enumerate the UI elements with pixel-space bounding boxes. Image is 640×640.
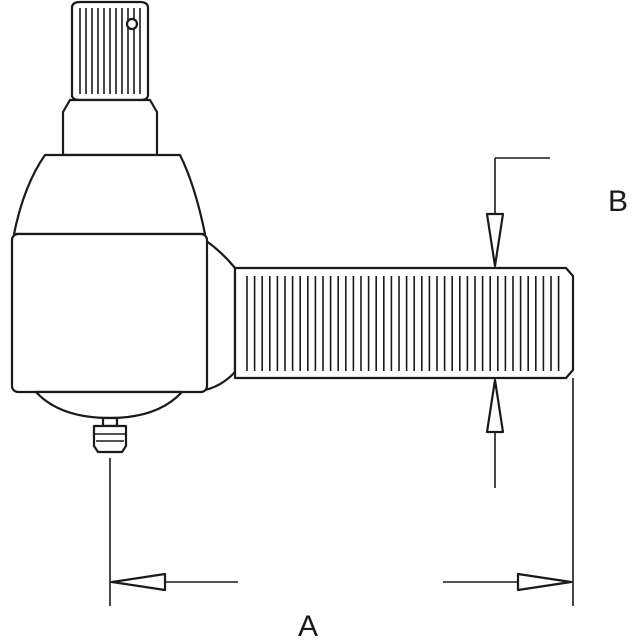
- grease-fitting: [92, 416, 128, 454]
- top-stud-threads: [79, 8, 141, 94]
- main-housing: [10, 232, 209, 394]
- grease-fitting-stem: [101, 416, 119, 428]
- dimension-b-arrow-top: [485, 212, 505, 268]
- dimension-b-label: B: [608, 185, 628, 218]
- stud-neck: [61, 98, 159, 157]
- bottom-dome-cap: [34, 390, 184, 420]
- dimension-b: B: [485, 157, 628, 488]
- dimension-a-label: A: [298, 610, 318, 640]
- grease-fitting-nut: [92, 424, 128, 454]
- dimension-a: A: [109, 378, 574, 640]
- threaded-shaft-threads: [246, 276, 560, 371]
- cotter-pin-hole: [125, 17, 139, 31]
- dimension-b-arrow-bottom: [485, 378, 505, 434]
- top-stud: [70, 0, 150, 102]
- threaded-shaft: [233, 266, 575, 380]
- dimension-a-arrow-left: [110, 572, 167, 592]
- upper-taper-housing: [12, 153, 207, 236]
- housing-shaft-connector: [203, 238, 237, 392]
- threaded-shaft-body: [233, 266, 575, 380]
- dimension-a-arrow-right: [516, 572, 573, 592]
